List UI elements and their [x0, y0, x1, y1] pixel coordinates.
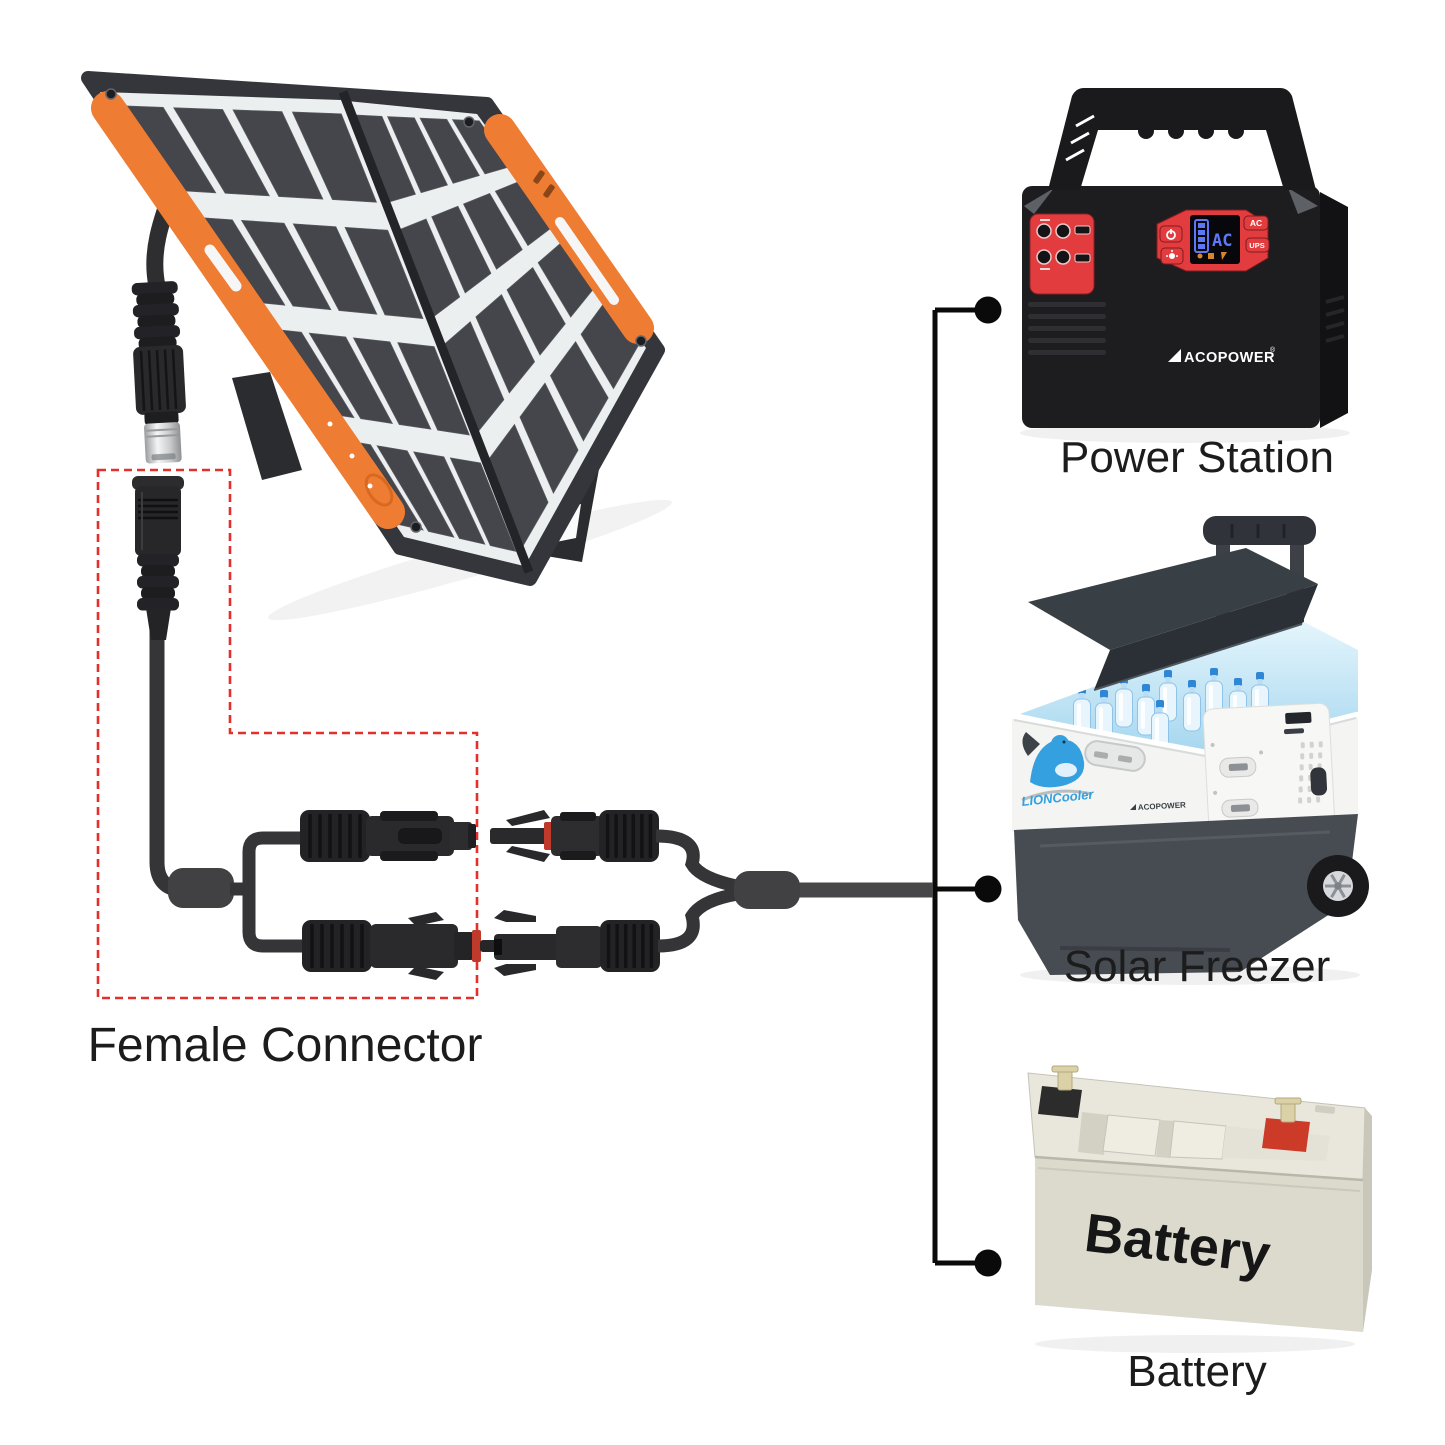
freezer-control-housing: [1202, 702, 1336, 844]
battery-gauge-icon: [1194, 219, 1209, 253]
panel-corner-screws: [105, 88, 647, 533]
acopower-triangle-icon: [1168, 349, 1181, 362]
power-station-vents: [1028, 302, 1106, 355]
battery-front: [1035, 1157, 1363, 1332]
o-ring-red: [472, 930, 481, 962]
dc-male-plug: [131, 281, 186, 464]
ac-button: [1243, 215, 1269, 231]
dc-port-icon: [1036, 249, 1052, 265]
freezer-display: [1285, 711, 1312, 725]
mc4-splitter-left: [149, 630, 306, 953]
female-connector-highlight-box: [96, 468, 479, 1000]
indicator-icon: [1221, 252, 1227, 260]
panel-orange-rails: [91, 91, 654, 529]
power-station-side: [1320, 192, 1348, 428]
junction-dot-battery: [974, 1249, 1002, 1277]
lcd-text: AC: [1212, 231, 1232, 251]
panel-face-left: [100, 92, 524, 566]
svg-text:UPS: UPS: [1249, 241, 1264, 250]
svg-text:ACOPOWER: ACOPOWER: [1138, 800, 1187, 812]
dc-female-connector: [132, 476, 184, 640]
device-battery: Battery: [1027, 1065, 1372, 1353]
usb-port-icon: [1074, 225, 1091, 235]
power-station-label: Power Station: [1060, 433, 1334, 482]
power-station-handle: [1048, 88, 1316, 190]
freezer-wheel: [1307, 855, 1369, 917]
dc-port-icon: [1055, 223, 1071, 239]
mc4-connector-bottom-right: [494, 887, 740, 976]
power-station-side-vents: [1325, 295, 1345, 343]
panel-fold-hinge: [338, 90, 534, 574]
splitter-body-left: [168, 868, 234, 908]
solar-panel: [81, 71, 672, 621]
device-solar-freezer: LIONCooler ACOPOWER: [1011, 516, 1369, 985]
housing-side-vents: [1298, 741, 1323, 804]
power-station-port-panel: [1029, 213, 1095, 295]
mc4-connector-top-right: [490, 810, 738, 893]
ups-button: [1245, 237, 1270, 253]
usb-port-icon: [1074, 253, 1091, 263]
freezer-lid-handle: [1084, 740, 1146, 772]
panel-solar-cells: [113, 105, 639, 552]
battery-terminal-negative: [1038, 1065, 1082, 1118]
junction-dot-solar-freezer: [974, 875, 1002, 903]
junction-dot-power-station: [974, 296, 1002, 324]
light-icon: [1169, 253, 1175, 259]
freezer-lid-open: [1028, 548, 1318, 691]
acopower-triangle-icon: [1130, 804, 1136, 810]
power-station-display: AC AC UPS: [1156, 209, 1270, 272]
mc4-connector-top-left: [300, 810, 476, 862]
plug-strain-relief: [131, 281, 181, 351]
plug-metal-tip: [144, 422, 182, 464]
svg-text:®: ®: [1270, 346, 1276, 354]
dc-port-icon: [1036, 223, 1052, 239]
battery-terminal-positive: [1262, 1097, 1310, 1152]
dc-port-icon: [1055, 249, 1071, 265]
svg-text:AC: AC: [1250, 218, 1262, 228]
solar-freezer-label: Solar Freezer: [1063, 942, 1331, 991]
female-connector-label: Female Connector: [87, 1019, 483, 1072]
mc4-connector-bottom-left: [302, 912, 514, 980]
device-power-station: AC AC UPS ACOPOWER ®: [1020, 88, 1350, 443]
female-strain-relief: [137, 554, 179, 611]
freezer-logo: LIONCooler ACOPOWER: [1021, 732, 1187, 812]
indicator-icon: [1208, 253, 1214, 259]
indicator-icon: [1197, 253, 1203, 259]
svg-text:ACOPOWER: ACOPOWER: [1184, 350, 1275, 366]
freezer-lower-body: [1014, 814, 1358, 975]
battery-label: Battery: [1127, 1347, 1267, 1396]
housing-grip-slot: [1310, 767, 1328, 796]
connection-bus: [932, 296, 1002, 1277]
battery-side: [1363, 1108, 1372, 1332]
power-station-logo: ACOPOWER ®: [1168, 346, 1276, 366]
o-ring-red: [544, 822, 553, 850]
mc4-splitter-right: [734, 871, 800, 909]
